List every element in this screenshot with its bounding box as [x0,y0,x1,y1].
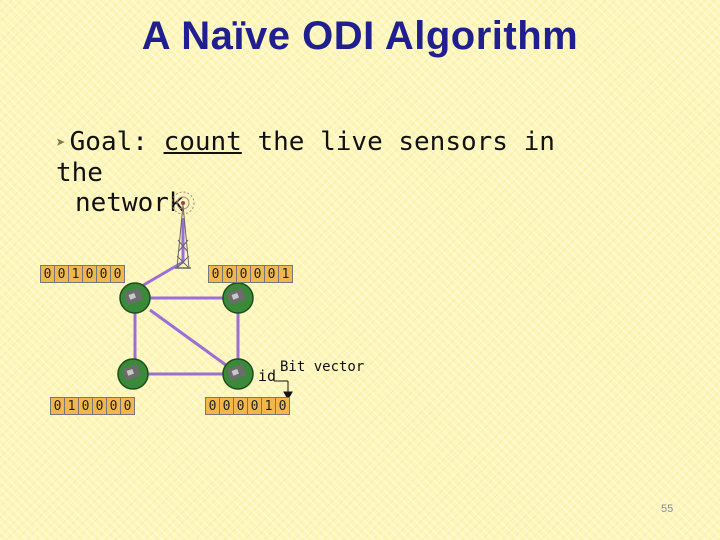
sensor-node-icon [119,282,151,314]
bit-cell: 0 [208,265,223,283]
bit-cell: 0 [120,397,135,415]
bit-cell: 1 [64,397,79,415]
antenna-tower-icon [171,191,195,269]
edge-node1-node4 [149,308,231,370]
bit-cell: 0 [222,265,237,283]
bit-vector-pointer [274,380,293,401]
bit-cell: 0 [219,397,234,415]
bit-cell: 0 [233,397,248,415]
sensor-node-icon [222,358,254,390]
bit-cell: 0 [96,265,111,283]
bit-cell: 0 [236,265,251,283]
goal-bullet: ➤Goal: count the live sensors in the net… [56,127,616,218]
bit-cell: 0 [275,397,290,415]
bit-cell: 0 [40,265,55,283]
bit-cell: 0 [92,397,107,415]
bit-cell: 0 [106,397,121,415]
bit-cell: 0 [250,265,265,283]
bit-cell: 1 [68,265,83,283]
bit-cell: 0 [54,265,69,283]
id-label: id [258,367,277,385]
bullet-arrow-icon: ➤ [56,132,66,152]
bit-cell: 0 [78,397,93,415]
bullet-line2: network [75,187,185,218]
bit-cell: 0 [110,265,125,283]
bit-cell: 0 [50,397,65,415]
bit-cell: 0 [264,265,279,283]
bit-cell: 1 [261,397,276,415]
page-number: 55 [661,503,674,515]
sensor-node-icon [117,358,149,390]
bit-vector-label: Bit vector [280,359,365,375]
slide-title: A Naïve ODI Algorithm [141,14,579,58]
bit-cell: 0 [82,265,97,283]
bullet-prefix: Goal: [69,127,164,157]
bit-cell: 1 [278,265,293,283]
bit-cell: 0 [247,397,262,415]
bit-cell: 0 [205,397,220,415]
sensor-node-icon [222,282,254,314]
bullet-rest: the live sensors in the [56,127,555,188]
bullet-emphasis: count [163,127,242,157]
